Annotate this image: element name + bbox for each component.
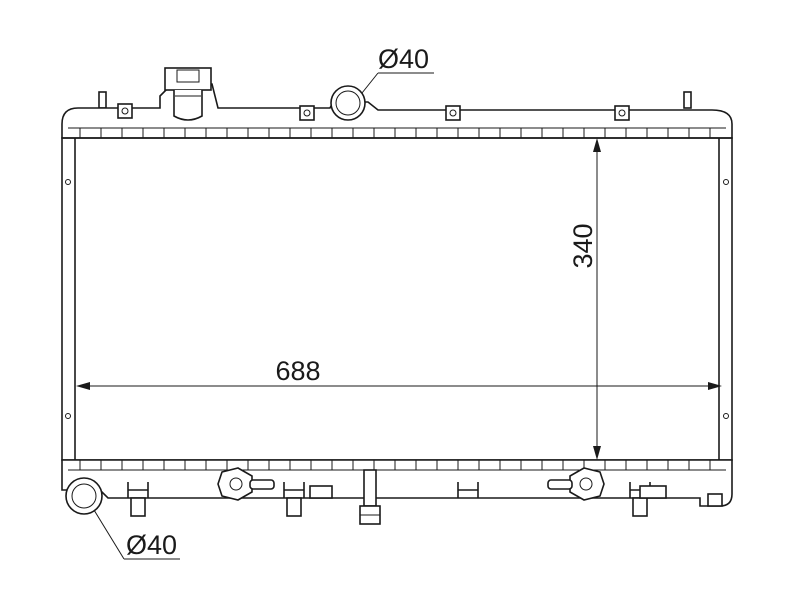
cap-slot bbox=[176, 69, 200, 83]
radiator-core bbox=[61, 137, 733, 461]
side-hole bbox=[723, 179, 729, 185]
top-brackets bbox=[117, 103, 630, 121]
bottom-tank-ribs bbox=[79, 460, 711, 470]
top-pipe-callout: Ø40 bbox=[361, 44, 434, 94]
filler-neck bbox=[164, 67, 212, 121]
bottom-right-tab bbox=[707, 493, 723, 507]
width-arrow-left bbox=[76, 382, 90, 390]
width-arrow-right bbox=[708, 382, 722, 390]
top-tank-ribs bbox=[79, 128, 711, 138]
top-pipe-label: Ø40 bbox=[378, 44, 429, 74]
bottom-bracket bbox=[639, 485, 667, 499]
bottom-bracket bbox=[632, 497, 648, 517]
top-bracket bbox=[299, 105, 315, 121]
top-tank bbox=[61, 67, 733, 139]
height-dimension: 340 bbox=[568, 138, 601, 460]
bottom-brackets bbox=[127, 469, 723, 525]
height-arrow-bottom bbox=[593, 446, 601, 460]
bottom-pipe-callout: Ø40 bbox=[93, 509, 180, 560]
height-label: 340 bbox=[568, 223, 598, 268]
oil-cooler-nipple-right bbox=[547, 479, 573, 490]
top-right-pin bbox=[683, 91, 692, 109]
bottom-pipe-inner bbox=[71, 483, 97, 509]
oil-cooler-fitting-left bbox=[217, 467, 253, 501]
core-frame bbox=[61, 137, 733, 461]
drain-plug-neck bbox=[363, 469, 377, 507]
top-left-pin bbox=[98, 91, 107, 109]
filler-neck-body bbox=[173, 90, 203, 121]
oil-cooler-fittings bbox=[217, 467, 605, 501]
bottom-bracket bbox=[309, 485, 333, 499]
oil-cooler-fitting-right bbox=[569, 467, 605, 501]
width-dimension: 688 bbox=[76, 356, 722, 390]
width-label: 688 bbox=[275, 356, 320, 386]
side-hole bbox=[65, 413, 71, 419]
side-hole bbox=[65, 179, 71, 185]
height-arrow-top bbox=[593, 138, 601, 152]
bottom-bracket bbox=[286, 497, 302, 517]
top-bracket bbox=[117, 103, 133, 119]
top-bracket bbox=[445, 105, 461, 121]
bottom-tank-body bbox=[61, 459, 733, 507]
top-pipe-inner bbox=[335, 90, 361, 116]
top-pipe-leader bbox=[361, 72, 379, 94]
side-hole bbox=[723, 413, 729, 419]
top-tank-body bbox=[61, 83, 733, 139]
bottom-pipe-leader bbox=[93, 509, 125, 560]
radiator-cap bbox=[164, 67, 212, 91]
bottom-pipe-outer bbox=[65, 477, 103, 515]
bottom-pipe-label: Ø40 bbox=[126, 530, 177, 560]
top-bracket bbox=[614, 105, 630, 121]
bottom-outlet-pipe bbox=[65, 477, 103, 515]
bottom-tank bbox=[61, 459, 733, 525]
top-inlet-pipe bbox=[330, 85, 366, 121]
oil-cooler-nipple-left bbox=[249, 479, 275, 490]
bottom-bracket bbox=[130, 497, 146, 517]
